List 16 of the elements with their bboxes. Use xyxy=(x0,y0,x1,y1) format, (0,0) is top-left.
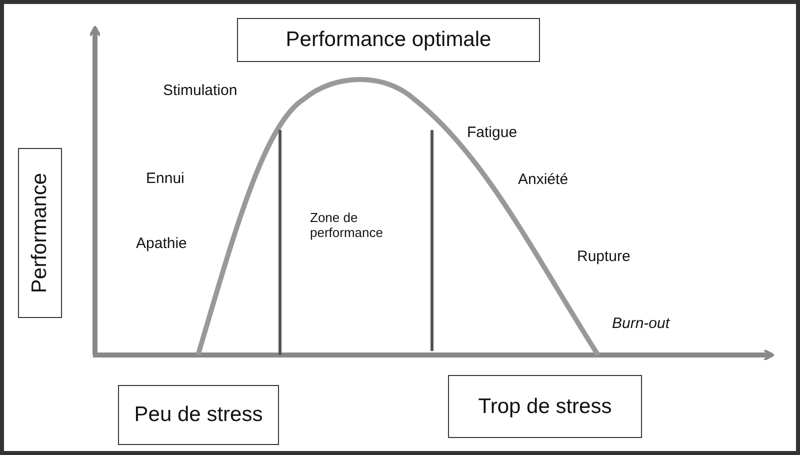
axis-title: Performance xyxy=(28,172,52,294)
stress-phase-label: Burn-out xyxy=(612,315,670,332)
stress-phase-label: Anxiété xyxy=(518,171,568,188)
stress-phase-label: Fatigue xyxy=(467,124,518,141)
box-label: Peu de stress xyxy=(134,403,263,427)
box-label: Trop de stress xyxy=(478,394,612,418)
box-label: Performance optimale xyxy=(286,28,492,52)
label-box xyxy=(118,385,279,445)
axis-title-box xyxy=(18,148,62,318)
stress-phase-label: Stimulation xyxy=(163,82,238,99)
zone-label: Zone de performance xyxy=(310,210,384,240)
stress-phase-label: Ennui xyxy=(146,170,184,187)
stress-phase-label: Rupture xyxy=(577,248,630,265)
label-box xyxy=(237,18,540,62)
stress-phase-label: Apathie xyxy=(136,235,187,252)
label-box xyxy=(448,375,642,438)
